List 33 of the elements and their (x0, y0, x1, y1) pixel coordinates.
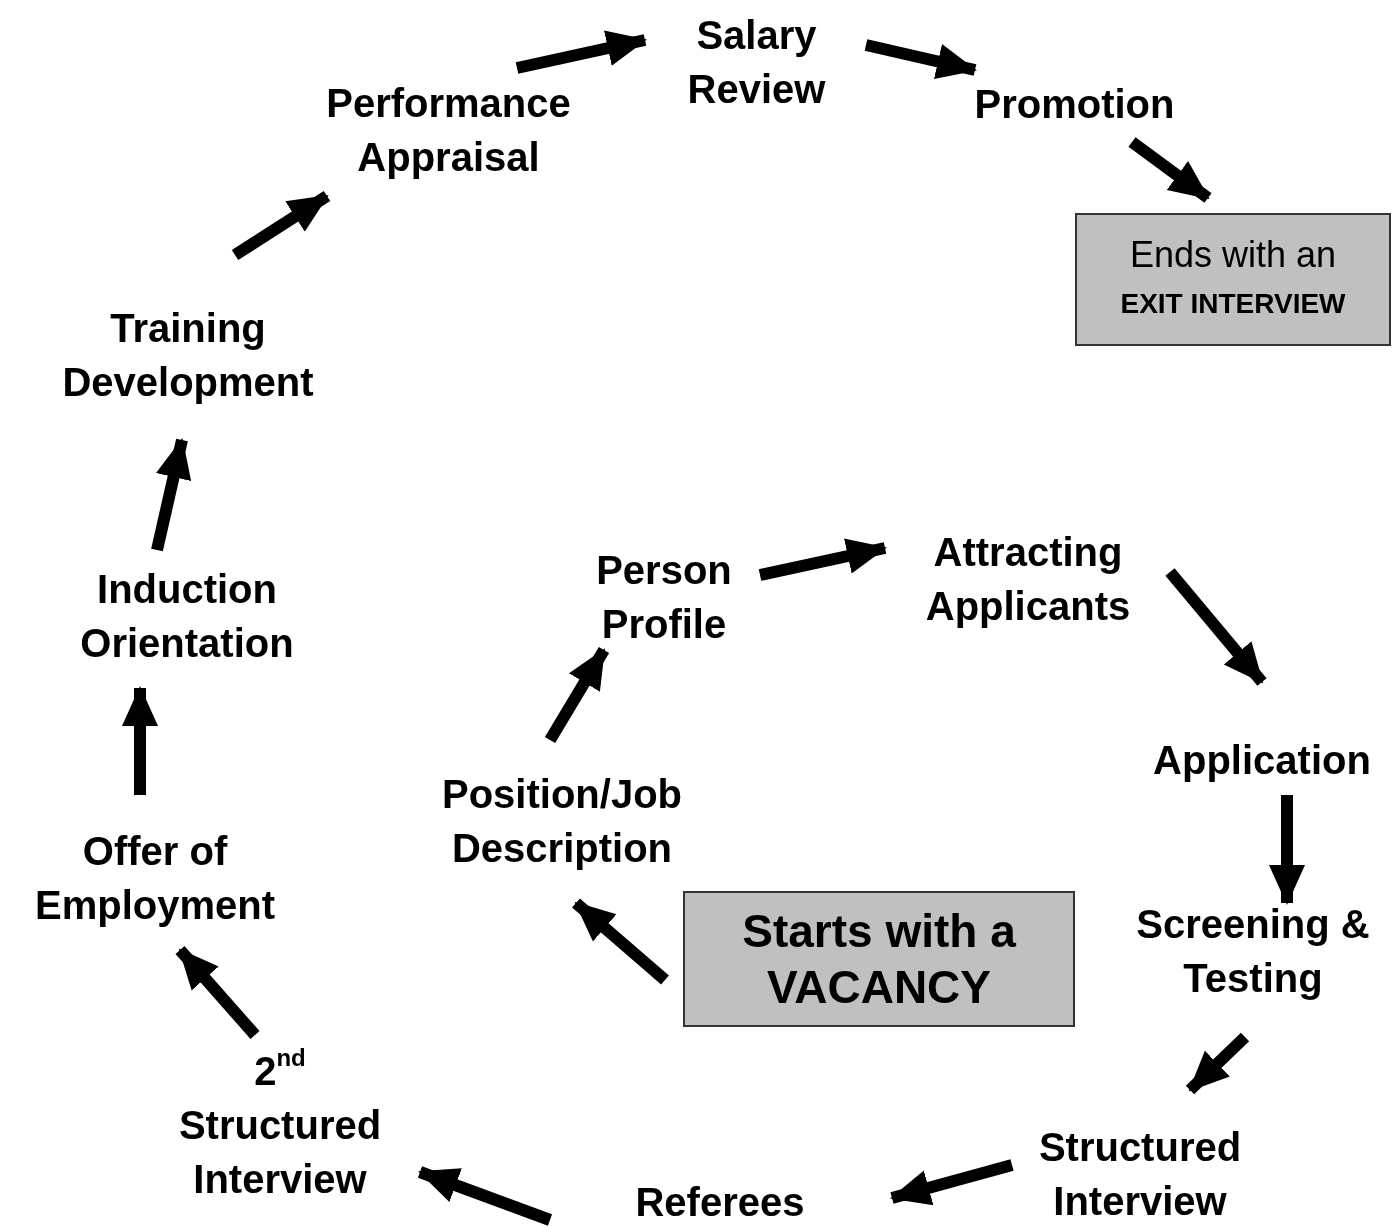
arrow (890, 1159, 1014, 1206)
arrow (572, 898, 669, 985)
arrow (515, 30, 647, 74)
step-label: Offer of Employment (15, 824, 295, 932)
end-box (1075, 213, 1391, 346)
arrow (1128, 137, 1212, 203)
end-label: Ends with an EXIT INTERVIEW (1119, 233, 1347, 321)
start-box (683, 891, 1075, 1027)
arrow (1185, 1032, 1250, 1095)
arrow (231, 190, 331, 261)
step-label: Salary Review (674, 8, 839, 116)
step-label: Application (1134, 733, 1390, 788)
arrow (417, 1166, 553, 1226)
step-label: Performance Appraisal (301, 76, 596, 184)
arrow (122, 686, 158, 795)
arrow (1165, 568, 1267, 686)
step-label: Training Development (38, 301, 338, 409)
step-label: Person Profile (579, 543, 749, 653)
step-label: Attracting Applicants (903, 525, 1153, 635)
step-label: Structured Interview (1015, 1120, 1265, 1224)
arrow (758, 538, 887, 581)
step-label: Referees (620, 1175, 820, 1227)
arrow (151, 438, 192, 552)
start-label: Starts with a VACANCY (741, 904, 1017, 1015)
step-label: Promotion (952, 77, 1197, 131)
step-label: Position/Job Description (412, 767, 712, 877)
arrow (544, 646, 610, 744)
step-label: Screening & Testing (1115, 897, 1391, 1007)
step-label: 2$^{nd}$ Structured Interview (157, 1044, 403, 1206)
step-label: Induction Orientation (57, 562, 317, 670)
arrow (175, 946, 260, 1039)
arrow (1269, 795, 1305, 905)
arrow (864, 39, 977, 80)
